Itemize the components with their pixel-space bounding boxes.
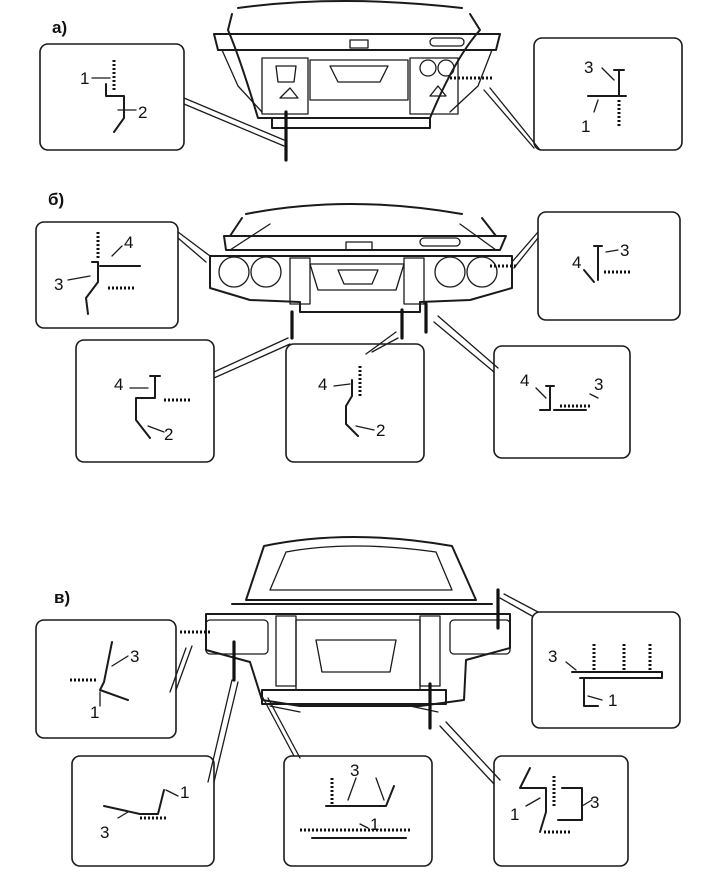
callout-a-left-1: 1 (80, 69, 89, 88)
detail-box-v-bottom-2: 3 1 (261, 695, 433, 867)
section-label-b: б) (48, 190, 64, 209)
detail-box-b-left: 4 3 (35, 221, 211, 329)
front-body-v (180, 536, 511, 730)
callout-v-b1-3: 3 (100, 823, 109, 842)
callout-v-b2-1: 1 (370, 815, 379, 834)
callout-v-left-3: 3 (130, 647, 139, 666)
front-panel-b (209, 203, 516, 340)
detail-box-a-left: 1 2 (39, 43, 285, 151)
callout-a-left-2: 2 (138, 103, 147, 122)
callout-b-b2-4: 4 (318, 375, 327, 394)
detail-box-v-left: 3 1 (35, 619, 193, 739)
detail-box-a-right: 3 1 (483, 37, 683, 151)
callout-b-b1-4: 4 (114, 375, 123, 394)
detail-box-b-bottom-1: 4 2 (75, 337, 291, 463)
callout-v-left-1: 1 (90, 703, 99, 722)
section-label-v: в) (54, 588, 70, 607)
callout-b-b1-2: 2 (164, 425, 173, 444)
callout-b-b3-3: 3 (594, 375, 603, 394)
callout-b-left-3: 3 (54, 275, 63, 294)
detail-box-b-right: 4 3 (511, 211, 681, 321)
callout-v-b2-3: 3 (350, 761, 359, 780)
callout-b-left-4: 4 (124, 233, 133, 252)
front-panel-a (213, 0, 501, 162)
callout-v-right-3: 3 (548, 647, 557, 666)
detail-box-v-bottom-1: 1 3 (71, 679, 239, 867)
callout-v-b1-1: 1 (180, 783, 189, 802)
detail-box-v-right: 3 1 (499, 593, 681, 729)
callout-a-right-1: 1 (581, 117, 590, 136)
callout-b-right-3: 3 (620, 241, 629, 260)
callout-v-right-1: 1 (608, 691, 617, 710)
callout-b-b2-2: 2 (376, 421, 385, 440)
callout-a-right-3: 3 (584, 58, 593, 77)
callout-b-right-4: 4 (572, 253, 581, 272)
detail-box-b-bottom-2: 4 2 (285, 331, 425, 463)
callout-v-b3-3: 3 (590, 793, 599, 812)
callout-v-b3-1: 1 (510, 805, 519, 824)
callout-b-b3-4: 4 (520, 371, 529, 390)
section-label-a: а) (52, 18, 67, 37)
detail-box-v-bottom-3: 1 3 (439, 721, 629, 867)
detail-box-b-bottom-3: 4 3 (433, 315, 631, 459)
